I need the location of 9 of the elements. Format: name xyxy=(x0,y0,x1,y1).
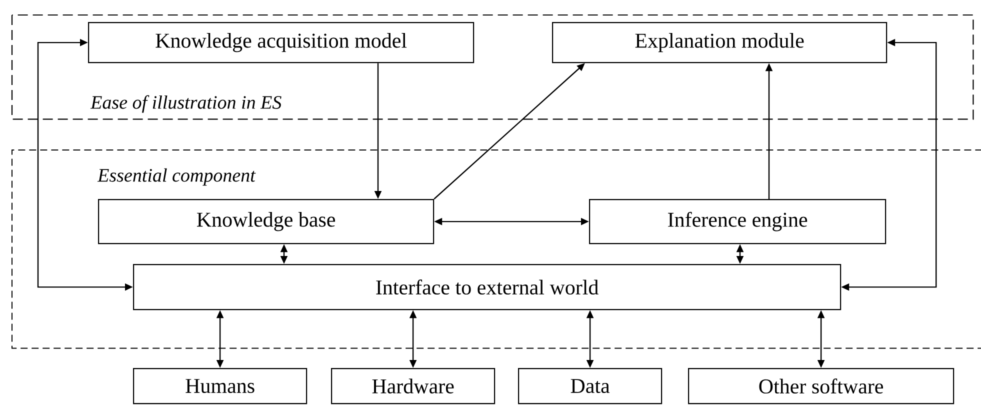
process-box: Knowledge acquisition model xyxy=(88,22,474,64)
process-box: Knowledge base xyxy=(98,199,434,244)
process-box: Interface to external world xyxy=(133,264,842,310)
process-box: Explanation module xyxy=(552,22,888,64)
process-box: Humans xyxy=(133,368,308,404)
process-box: Data xyxy=(518,368,662,404)
process-box: Other software xyxy=(688,368,954,404)
process-box: Inference engine xyxy=(589,199,886,244)
process-box: Hardware xyxy=(331,368,496,404)
